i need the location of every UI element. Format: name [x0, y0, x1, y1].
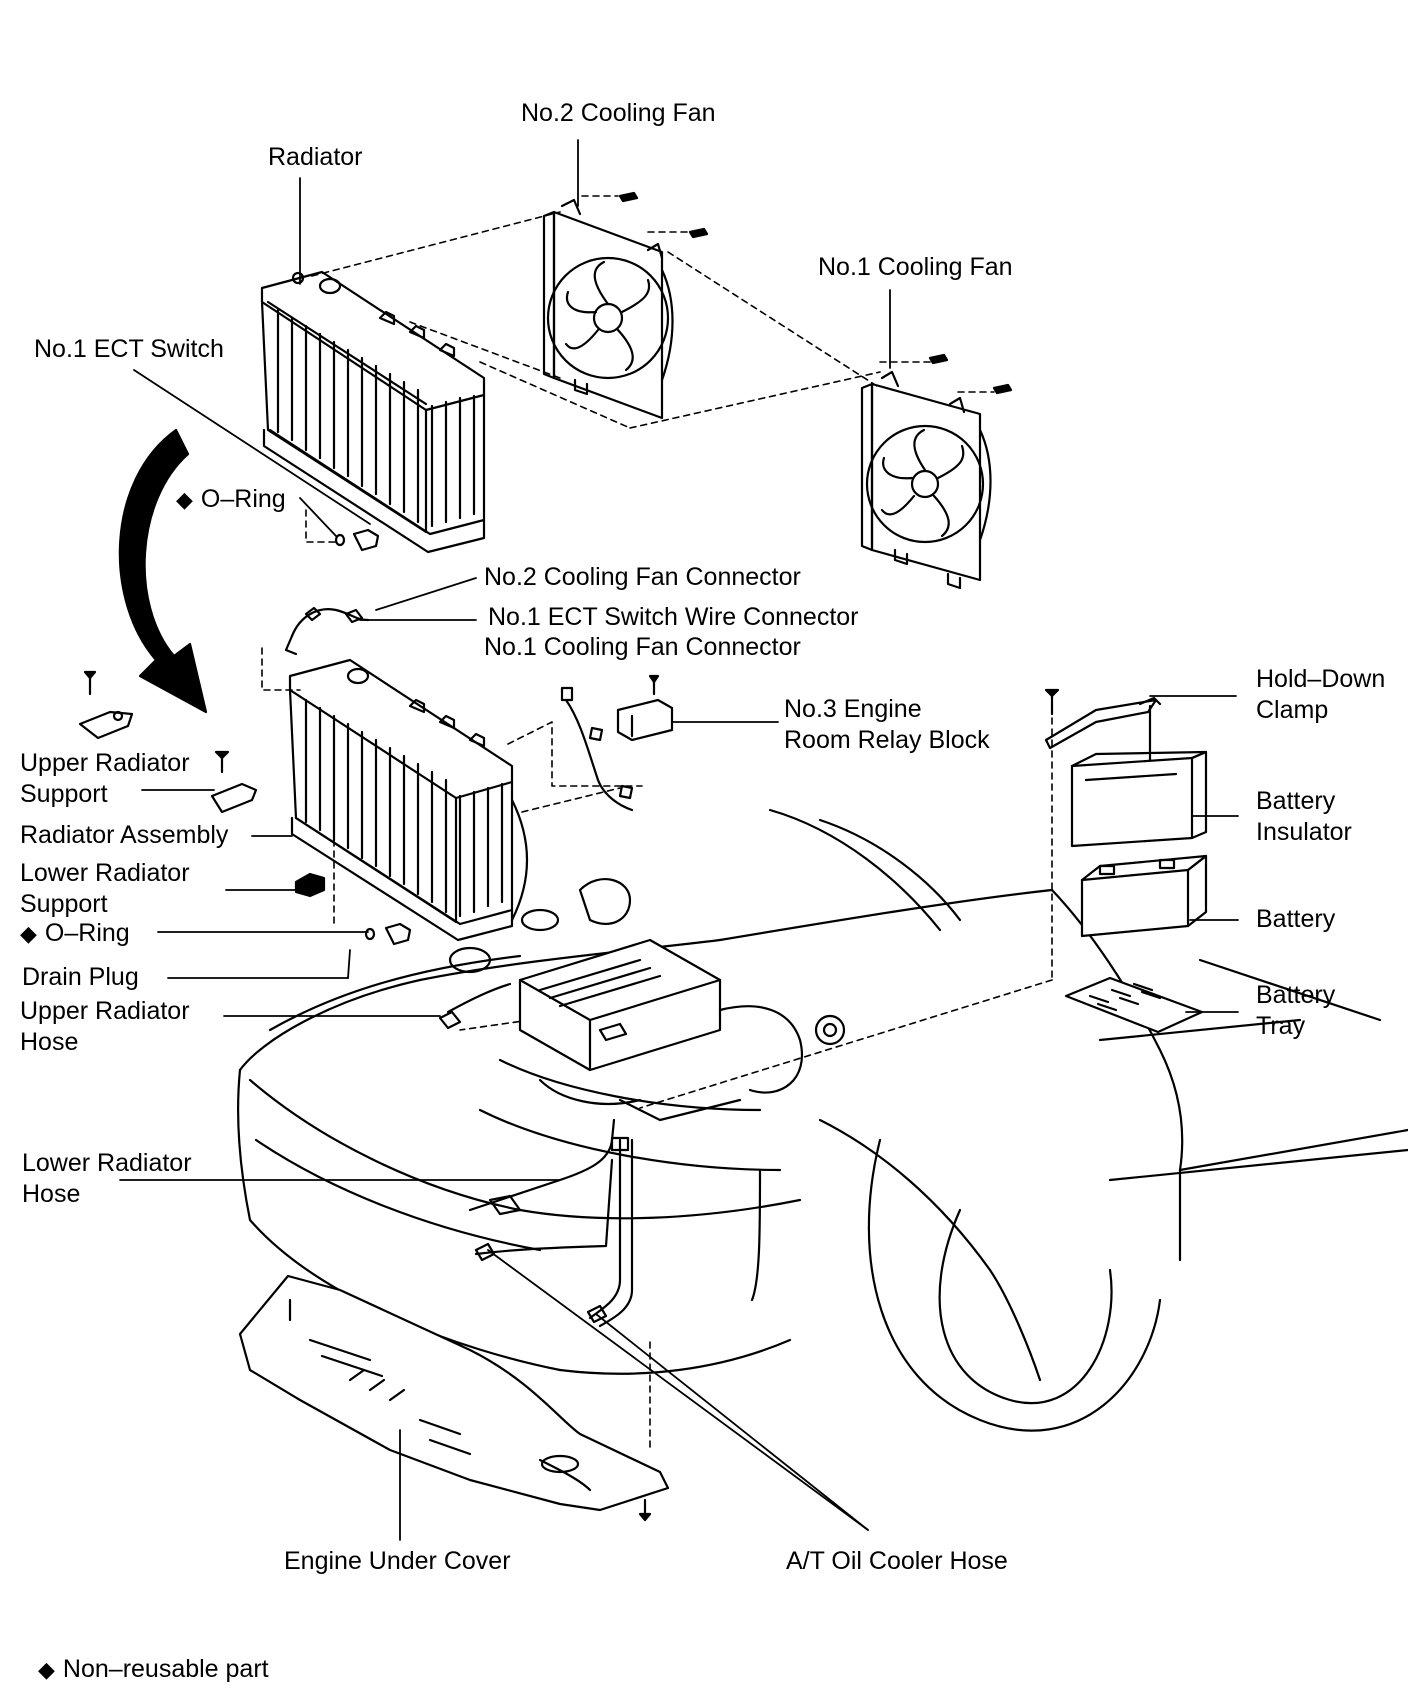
diamond-icon: ◆ [176, 487, 193, 512]
drain-plug-label: Drain Plug [22, 963, 139, 991]
battery-label: Battery [1256, 905, 1336, 933]
no1-ect-switch-wire-connector-label: No.1 ECT Switch Wire Connector [488, 603, 859, 631]
battery-insulator-label: Battery Insulator [1256, 787, 1352, 846]
at-oil-cooler-hose-label: A/T Oil Cooler Hose [786, 1547, 1008, 1575]
diamond-icon: ◆ [38, 1657, 55, 1682]
curved-arrow-icon [118, 428, 208, 714]
no3-engine-room-relay-block-label: No.3 Engine Room Relay Block [784, 695, 990, 754]
upper-radiator-support-label: Upper Radiator Support [20, 749, 190, 808]
vehicle-body-drawing [237, 808, 1408, 1432]
hold-down-clamp-label: Hold–Down Clamp [1256, 665, 1386, 724]
engine-drawing [448, 878, 846, 1122]
ect-switch-upper-drawing [334, 528, 380, 552]
lower-radiator-hose-label: Lower Radiator Hose [22, 1149, 192, 1208]
diamond-icon: ◆ [20, 921, 37, 946]
wire-harness-drawing [284, 606, 674, 812]
radiator-drawing [260, 270, 486, 554]
engine-under-cover-label: Engine Under Cover [284, 1547, 511, 1575]
no2-cooling-fan-label: No.2 Cooling Fan [521, 99, 716, 127]
legend-text: Non–reusable part [62, 1655, 269, 1683]
alignment-dashes-upper [305, 195, 995, 543]
no2-cooling-fan-drawing [542, 191, 709, 420]
o-ring-upper-label: ◆O–Ring [176, 485, 286, 513]
engine-under-cover-drawing [238, 1274, 670, 1522]
callout-leader-lines [119, 139, 1239, 1541]
alignment-dashes-lower [261, 647, 1053, 1451]
legend-non-reusable: ◆ Non–reusable part [38, 1654, 269, 1685]
battery-tray-label: Battery Tray [1256, 981, 1336, 1040]
battery-components-drawing [1044, 688, 1208, 1034]
lower-radiator-support-label: Lower Radiator Support [20, 859, 190, 918]
no2-cooling-fan-connector-label: No.2 Cooling Fan Connector [484, 563, 801, 591]
no1-cooling-fan-drawing [860, 353, 1013, 590]
no1-cooling-fan-label: No.1 Cooling Fan [818, 253, 1013, 281]
radiator-supports-drawing [78, 670, 326, 898]
no1-cooling-fan-connector-label: No.1 Cooling Fan Connector [484, 633, 801, 661]
radiator-assembly-drawing [288, 658, 529, 942]
radiator-assembly-label: Radiator Assembly [20, 821, 229, 849]
ect-switch-lower-drawing [364, 922, 412, 946]
radiator-label: Radiator [268, 143, 363, 171]
upper-radiator-hose-label: Upper Radiator Hose [20, 997, 190, 1056]
o-ring-lower-label: ◆O–Ring [20, 919, 130, 947]
no1-ect-switch-label: No.1 ECT Switch [34, 335, 224, 363]
